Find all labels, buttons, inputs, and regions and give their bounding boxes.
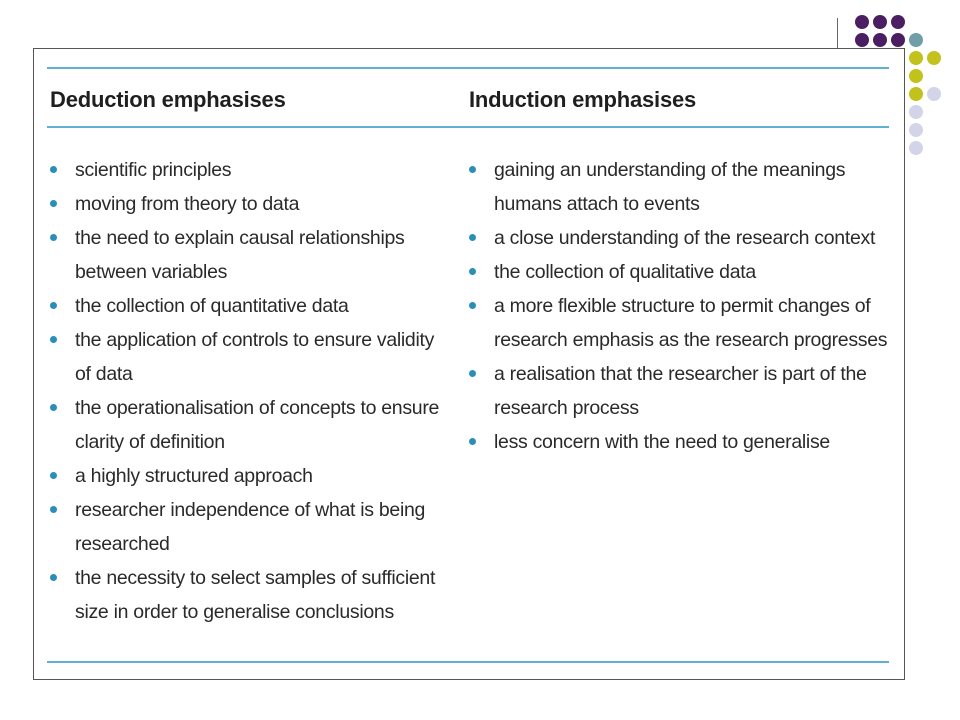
list-item: scientific principles: [50, 153, 450, 187]
bullet-icon: [469, 166, 476, 173]
induction-list: gaining an understanding of the meanings…: [469, 153, 897, 459]
list-item: researcher independence of what is being…: [50, 493, 450, 561]
list-item-text: a highly structured approach: [75, 465, 313, 487]
dot: [909, 87, 923, 101]
list-item: the necessity to select samples of suffi…: [50, 561, 450, 629]
bottom-rule: [47, 661, 889, 663]
top-rule: [47, 67, 889, 69]
list-item: less concern with the need to generalise: [469, 425, 897, 459]
list-item: the application of controls to ensure va…: [50, 323, 450, 391]
dot: [909, 33, 923, 47]
list-item-text: the collection of qualitative data: [494, 261, 756, 283]
bullet-icon: [50, 472, 57, 479]
list-item: the collection of qualitative data: [469, 255, 897, 289]
list-item-text: the collection of quantitative data: [75, 295, 349, 317]
list-item-text: a realisation that the researcher is par…: [494, 363, 867, 419]
induction-heading: Induction emphasises: [469, 87, 697, 112]
list-item-text: the operationalisation of concepts to en…: [75, 397, 440, 453]
dot: [909, 141, 923, 155]
list-item: a more flexible structure to permit chan…: [469, 289, 897, 357]
bullet-icon: [469, 438, 476, 445]
list-item-text: gaining an understanding of the meanings…: [494, 159, 846, 215]
bullet-icon: [50, 234, 57, 241]
decorative-vertical-line: [837, 18, 838, 48]
bullet-icon: [50, 404, 57, 411]
list-item-text: a more flexible structure to permit chan…: [494, 295, 888, 351]
list-item-text: the need to explain causal relationships…: [75, 227, 405, 283]
dot: [927, 51, 941, 65]
bullet-icon: [50, 200, 57, 207]
bullet-icon: [469, 370, 476, 377]
bullet-icon: [50, 166, 57, 173]
list-item-text: the application of controls to ensure va…: [75, 329, 435, 385]
list-item: a close understanding of the research co…: [469, 221, 897, 255]
dot: [909, 123, 923, 137]
dot: [891, 15, 905, 29]
bullet-icon: [50, 506, 57, 513]
header-rule: [47, 126, 889, 128]
list-item: the need to explain causal relationships…: [50, 221, 450, 289]
list-item: moving from theory to data: [50, 187, 450, 221]
comparison-table: Deduction emphasises Induction emphasise…: [33, 48, 905, 680]
dot: [909, 69, 923, 83]
dot: [909, 51, 923, 65]
dot: [873, 15, 887, 29]
bullet-icon: [469, 302, 476, 309]
deduction-list: scientific principles moving from theory…: [50, 153, 450, 629]
list-item: the operationalisation of concepts to en…: [50, 391, 450, 459]
list-item-text: a close understanding of the research co…: [494, 227, 876, 249]
list-item: the collection of quantitative data: [50, 289, 450, 323]
list-item-text: scientific principles: [75, 159, 232, 181]
bullet-icon: [469, 234, 476, 241]
list-item: a realisation that the researcher is par…: [469, 357, 897, 425]
bullet-icon: [50, 574, 57, 581]
list-item-text: less concern with the need to generalise: [494, 431, 830, 453]
dot: [873, 33, 887, 47]
bullet-icon: [50, 336, 57, 343]
list-item-text: moving from theory to data: [75, 193, 300, 215]
list-item-text: the necessity to select samples of suffi…: [75, 567, 436, 623]
list-item-text: researcher independence of what is being…: [75, 499, 426, 555]
bullet-icon: [469, 268, 476, 275]
bullet-icon: [50, 302, 57, 309]
list-item: a highly structured approach: [50, 459, 450, 493]
list-item: gaining an understanding of the meanings…: [469, 153, 897, 221]
dot: [855, 15, 869, 29]
dot: [855, 33, 869, 47]
deduction-heading: Deduction emphasises: [50, 87, 286, 112]
dot: [927, 87, 941, 101]
dot: [909, 105, 923, 119]
dot: [891, 33, 905, 47]
